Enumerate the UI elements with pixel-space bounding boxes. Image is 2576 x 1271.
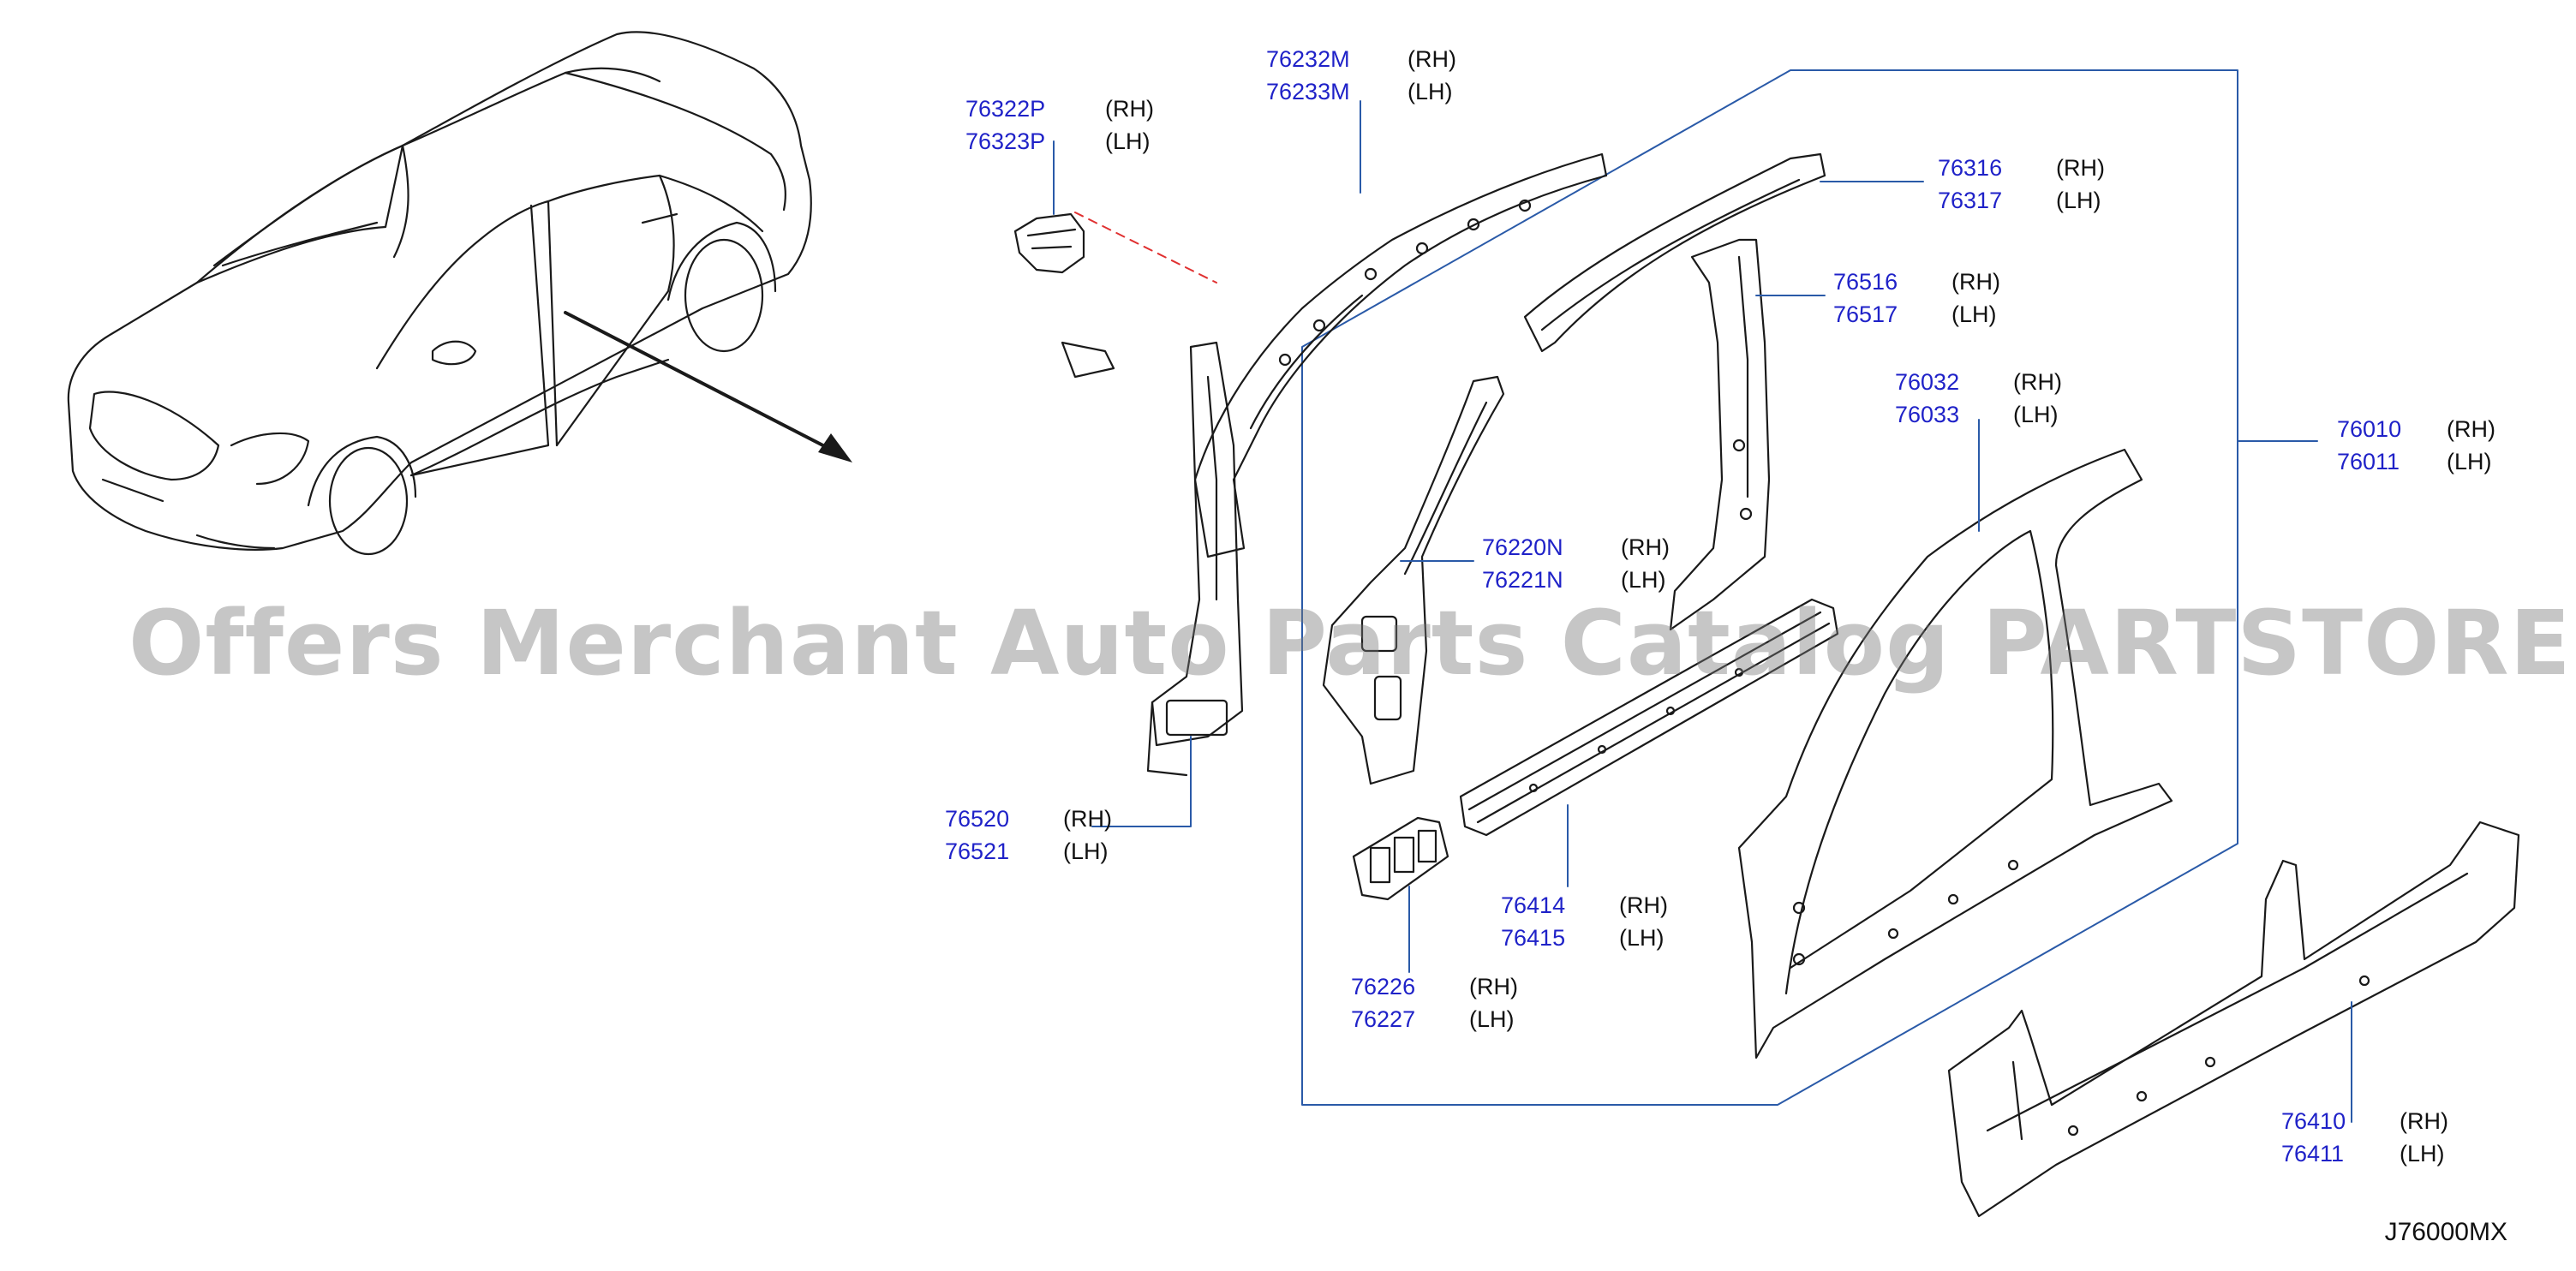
side-lh: (LH): [1408, 79, 1453, 104]
part-number-rh[interactable]: 76414: [1501, 892, 1566, 918]
callout-76226: 76226 (RH) 76227 (LH): [1351, 970, 1518, 1035]
watermark-text: Offers Merchant Auto Parts Catalog PARTS…: [129, 591, 2576, 695]
part-number-rh[interactable]: 76516: [1833, 269, 1898, 295]
side-rh: (RH): [1408, 46, 1456, 72]
callout-76410: 76410 (RH) 76411 (LH): [2281, 1105, 2448, 1170]
part-number-rh[interactable]: 76232M: [1266, 46, 1350, 72]
part-sill-inner-76414: [1459, 598, 1839, 837]
callout-76220n: 76220N (RH) 76221N (LH): [1482, 531, 1670, 596]
part-number-lh[interactable]: 76415: [1501, 925, 1566, 951]
side-lh: (LH): [2447, 449, 2492, 474]
side-rh: (RH): [2013, 369, 2062, 395]
car-overview-illustration: [67, 31, 852, 556]
side-lh: (LH): [1469, 1006, 1515, 1032]
part-roof-rail-front: [1061, 152, 1608, 558]
part-number-lh[interactable]: 76221N: [1482, 567, 1563, 593]
part-number-rh[interactable]: 76410: [2281, 1108, 2346, 1134]
side-rh: (RH): [1951, 269, 2000, 295]
part-number-lh[interactable]: 76521: [945, 838, 1010, 864]
callout-76520: 76520 (RH) 76521 (LH): [945, 803, 1112, 868]
part-number-rh[interactable]: 76322P: [965, 96, 1046, 122]
part-number-rh[interactable]: 76520: [945, 806, 1010, 832]
part-plate-76226: [1352, 816, 1449, 901]
part-number-lh[interactable]: 76233M: [1266, 79, 1350, 104]
side-lh: (LH): [2056, 188, 2101, 213]
part-pillar-inner-76220n: [1322, 375, 1505, 785]
part-number-lh[interactable]: 76011: [2337, 449, 2400, 474]
callout-76414: 76414 (RH) 76415 (LH): [1501, 889, 1668, 954]
diagram-code: J76000MX: [2384, 1218, 2507, 1246]
part-number-lh[interactable]: 76227: [1351, 1006, 1416, 1032]
part-number-lh[interactable]: 76323P: [965, 128, 1046, 154]
part-number-rh[interactable]: 76032: [1895, 369, 1960, 395]
callout-76516: 76516 (RH) 76517 (LH): [1833, 266, 2000, 331]
side-lh: (LH): [1105, 128, 1151, 154]
side-rh: (RH): [2447, 416, 2495, 442]
part-number-lh[interactable]: 76033: [1895, 402, 1960, 427]
leader-lines: [1053, 100, 2352, 1123]
part-number-lh[interactable]: 76517: [1833, 301, 1898, 327]
part-sill-outer-76410: [1947, 820, 2520, 1218]
side-rh: (RH): [1619, 892, 1668, 918]
part-number-lh[interactable]: 76411: [2281, 1141, 2345, 1167]
side-rh: (RH): [1469, 974, 1518, 999]
part-number-rh[interactable]: 76220N: [1482, 534, 1563, 560]
callout-76322p: 76322P (RH) 76323P (LH): [965, 92, 1154, 158]
callout-76032: 76032 (RH) 76033 (LH): [1895, 366, 2062, 431]
side-rh: (RH): [1105, 96, 1154, 122]
side-lh: (LH): [1951, 301, 1997, 327]
part-number-lh[interactable]: 76317: [1938, 188, 2003, 213]
side-lh: (LH): [2013, 402, 2059, 427]
part-number-rh[interactable]: 76316: [1938, 155, 2003, 181]
callout-76316: 76316 (RH) 76317 (LH): [1938, 152, 2105, 217]
part-body-side-outer-76032: [1737, 448, 2173, 1059]
callout-76010: 76010 (RH) 76011 (LH): [2337, 413, 2495, 478]
side-lh: (LH): [1063, 838, 1109, 864]
part-b-pillar-76520: [1146, 341, 1244, 777]
side-lh: (LH): [1621, 567, 1666, 593]
part-roof-side-rail-76316: [1523, 152, 1826, 353]
assembly-outline: [1301, 69, 2238, 1106]
part-b-pillar-upper-76516: [1669, 238, 1771, 631]
side-lh: (LH): [1619, 925, 1665, 951]
part-bracket-76322p: [1013, 212, 1085, 274]
side-rh: (RH): [1063, 806, 1112, 832]
part-number-rh[interactable]: 76226: [1351, 974, 1416, 999]
side-rh: (RH): [1621, 534, 1670, 560]
side-lh: (LH): [2400, 1141, 2445, 1167]
callout-76232m: 76232M (RH) 76233M (LH): [1266, 43, 1456, 108]
side-rh: (RH): [2056, 155, 2105, 181]
side-rh: (RH): [2400, 1108, 2448, 1134]
part-number-rh[interactable]: 76010: [2337, 416, 2402, 442]
